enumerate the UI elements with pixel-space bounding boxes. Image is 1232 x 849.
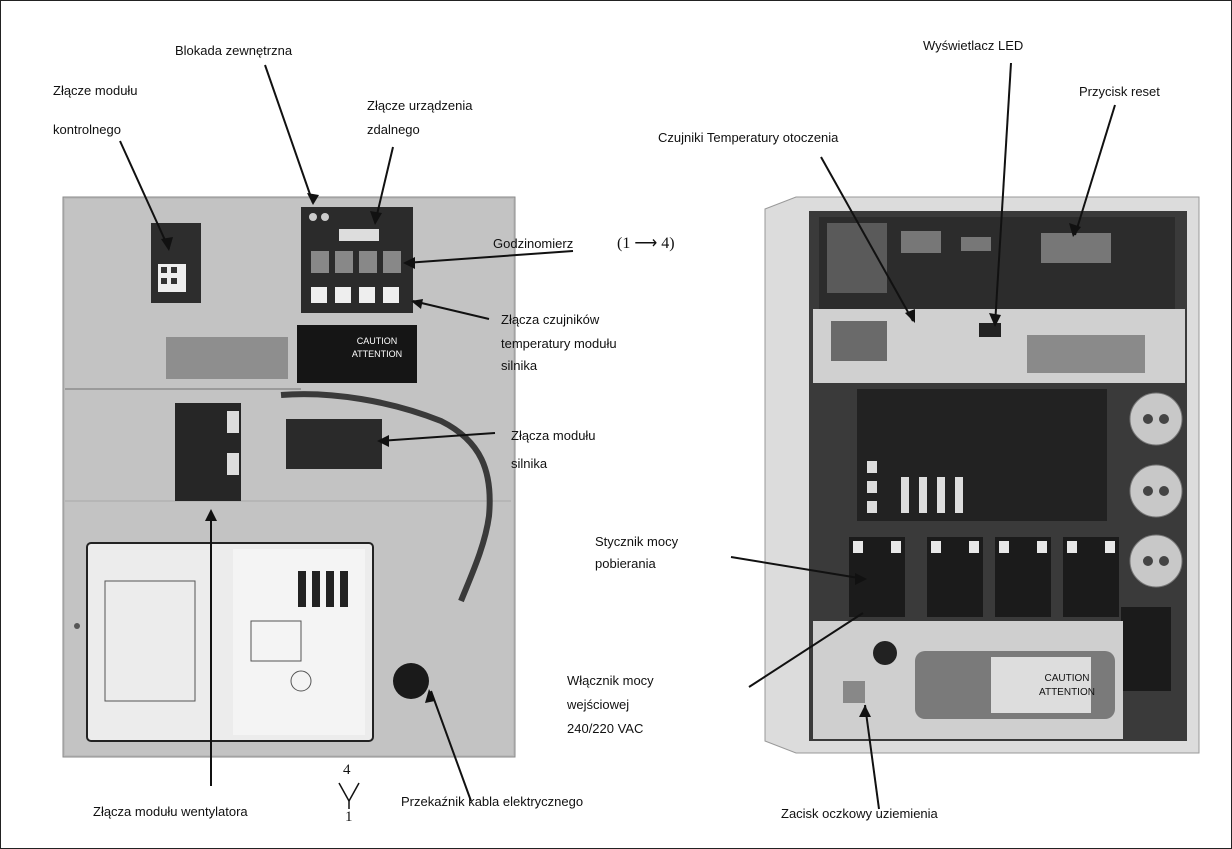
label-modul-silnika-2: silnika (511, 453, 547, 474)
label-zlacze-kontrolnego-2: kontrolnego (53, 119, 121, 140)
label-czujniki-silnika-2: temperatury modułu (501, 333, 617, 354)
label-przycisk-reset: Przycisk reset (1079, 81, 1160, 102)
fan-range-arrow (339, 783, 359, 809)
attention-label: ATTENTION (352, 349, 402, 359)
caution-label: CAUTION (357, 336, 398, 346)
label-blokada-zewnetrzna: Blokada zewnętrzna (175, 40, 292, 61)
label-zlacze-zdalnego-2: zdalnego (367, 119, 420, 140)
label-wyswietlacz-led: Wyświetlacz LED (923, 35, 1023, 56)
right-panel: CAUTION ATTENTION (765, 197, 1199, 753)
label-wlacznik-3: 240/220 VAC (567, 718, 643, 739)
label-wlacznik-1: Włącznik mocy (567, 670, 654, 691)
label-zacisk-uziemienia: Zacisk oczkowy uziemienia (781, 803, 938, 824)
label-godzinomierz-range: (1 ⟶ 4) (617, 233, 675, 253)
label-czujniki-otoczenia: Czujniki Temperatury otoczenia (658, 127, 838, 148)
label-zlacze-zdalnego-1: Złącze urządzenia (367, 95, 473, 116)
label-stycznik-1: Stycznik mocy (595, 531, 678, 552)
label-przekaznik: Przekaźnik kabla elektrycznego (401, 791, 583, 812)
label-wentylator: Złącza modułu wentylatora (93, 801, 248, 822)
label-zlacze-kontrolnego-1: Złącze modułu (53, 80, 138, 101)
label-godzinomierz: Godzinomierz (493, 233, 573, 254)
label-wlacznik-2: wejściowej (567, 694, 629, 715)
left-panel: CAUTION ATTENTION (63, 197, 515, 757)
right-caution-label: CAUTION (1045, 673, 1090, 684)
label-czujniki-silnika-1: Złącza czujników (501, 309, 599, 330)
label-czujniki-silnika-3: silnika (501, 355, 537, 376)
right-attention-label: ATTENTION (1039, 687, 1095, 698)
label-modul-silnika-1: Złącza modułu (511, 425, 596, 446)
label-stycznik-2: pobierania (595, 553, 656, 574)
label-fan-arrow-bottom: 1 (345, 809, 353, 826)
label-fan-arrow-top: 4 (343, 762, 351, 779)
